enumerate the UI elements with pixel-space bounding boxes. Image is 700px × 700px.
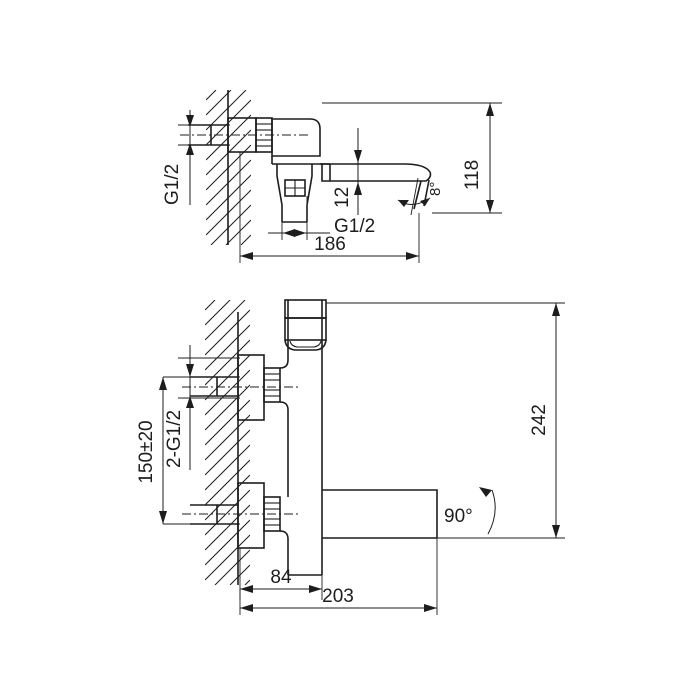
dimension-spout-outlet: 12 bbox=[332, 128, 362, 215]
dimension-overall-height: 242 bbox=[437, 303, 565, 539]
spout-root-underside bbox=[321, 164, 330, 182]
dimension-label-inlet-centres: 150±20 bbox=[136, 420, 157, 483]
outlet-thread-block bbox=[284, 179, 306, 197]
dimension-label-body-depth: 84 bbox=[270, 567, 292, 588]
dimension-label-spout-height: 118 bbox=[462, 160, 483, 190]
handle-cartridge-cap bbox=[284, 299, 327, 351]
body-taper-left bbox=[276, 164, 283, 222]
dimension-inlet-threads: 2-G1/2 bbox=[164, 345, 240, 470]
dimension-inlet-centres: 150±20 bbox=[136, 376, 240, 525]
dimension-label-overall-height: 242 bbox=[529, 404, 550, 436]
dimension-body-depth: 84 bbox=[239, 538, 323, 600]
dimension-label-spout-projection: 186 bbox=[314, 234, 346, 255]
body-mid-left-profile bbox=[279, 401, 289, 497]
dimension-label-spout-reach: 203 bbox=[322, 586, 354, 607]
body-lower-left-profile bbox=[279, 530, 289, 575]
side-section-view: 90° 150±20 2-G1/2 242 bbox=[136, 299, 565, 615]
dimension-swivel-angle: 90° bbox=[444, 487, 496, 535]
dimension-label-inlet-thread-top: G1/2 bbox=[162, 164, 183, 205]
wall-hatching-bottom bbox=[205, 300, 250, 585]
mixer-body-head bbox=[271, 118, 321, 157]
spout-outline-bottom bbox=[322, 489, 438, 538]
dimension-inlet-thread-top: G1/2 bbox=[162, 110, 230, 205]
dimension-label-outlet-thread: G1/2 bbox=[334, 216, 375, 237]
dimension-spout-reach: 203 bbox=[239, 538, 438, 615]
dimension-spout-height: 118 bbox=[322, 102, 502, 214]
dimension-label-spout-angle: 8° bbox=[427, 182, 444, 196]
dimension-label-spout-outlet: 12 bbox=[332, 187, 353, 208]
dimension-spout-projection: 186 bbox=[239, 152, 420, 263]
spout-profile-top bbox=[320, 163, 432, 182]
dimension-outlet-thread: G1/2 bbox=[268, 196, 375, 240]
dimension-label-inlet-threads: 2-G1/2 bbox=[164, 410, 185, 468]
dimension-spout-angle: 8° bbox=[397, 177, 444, 216]
front-elevation-view: 8° G1/2 12 118 bbox=[162, 90, 502, 263]
dimension-label-swivel-angle: 90° bbox=[444, 506, 473, 527]
body-upper-left-profile bbox=[279, 300, 289, 369]
